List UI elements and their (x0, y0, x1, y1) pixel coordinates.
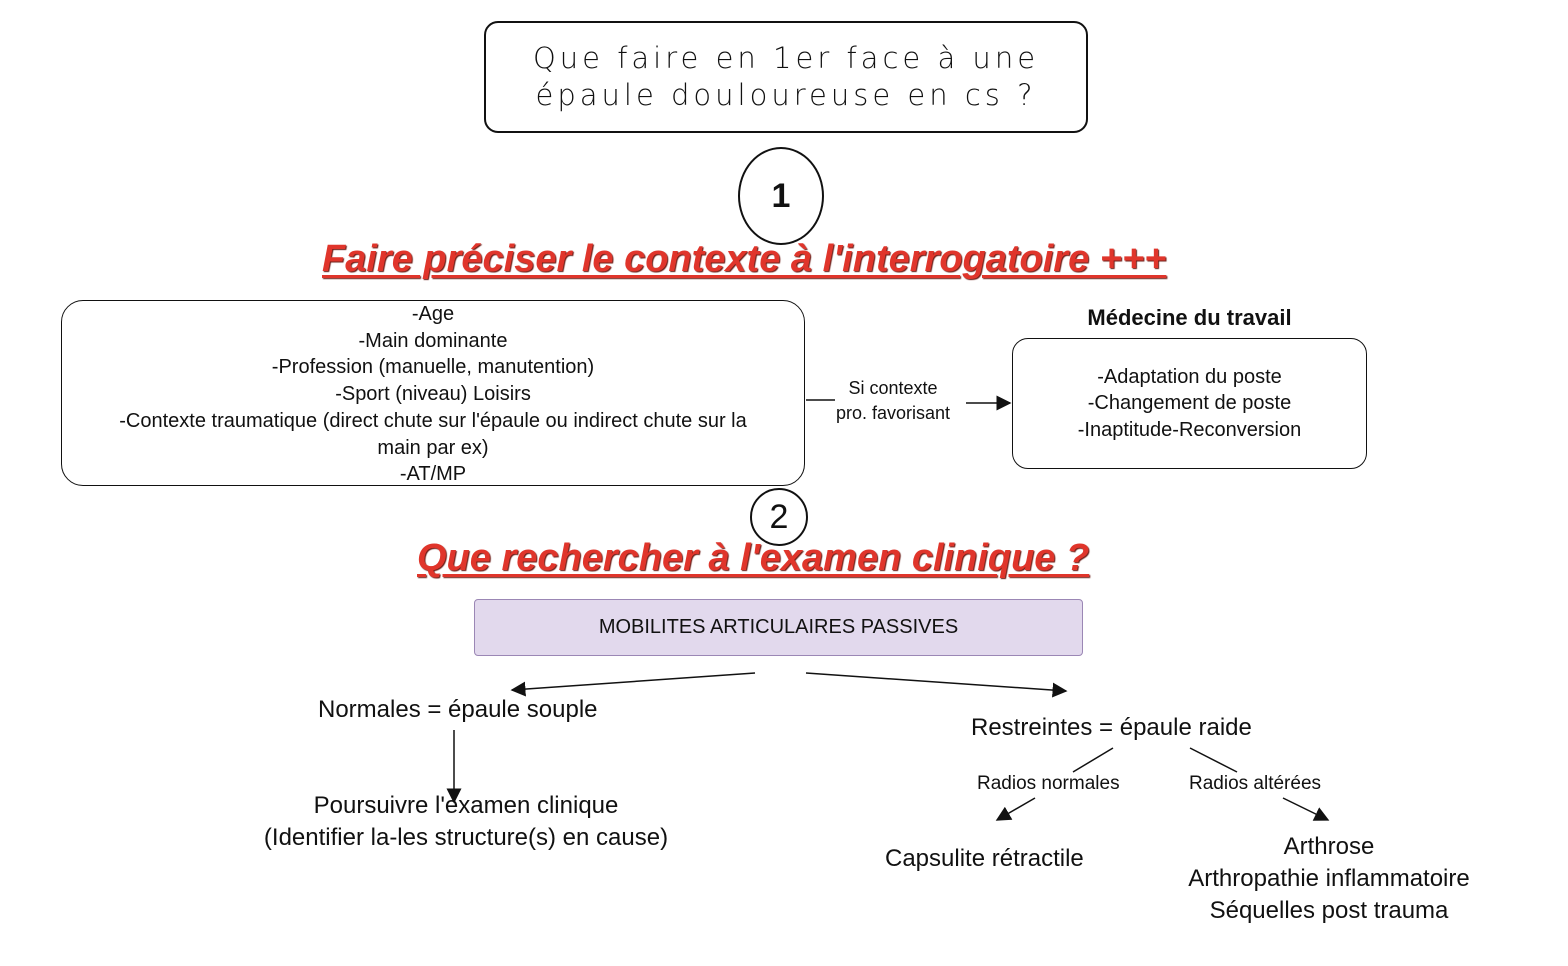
alterees-results: Arthrose Arthropathie inflammatoire Séqu… (1170, 831, 1488, 927)
radios-alterees: Radios altérées (1189, 773, 1322, 794)
medecine-item: -Changement de poste (1087, 392, 1292, 415)
mobilites-box: MOBILITES ARTICULAIRES PASSIVES (474, 599, 1083, 656)
step-2-heading: Que rechercher à l'examen clinique ? (417, 537, 1090, 579)
context-item: -Sport (niveau) Loisirs (335, 383, 531, 406)
context-item: -Profession (manuelle, manutention) (271, 356, 595, 379)
result-item: Arthropathie inflammatoire (1188, 865, 1470, 892)
result-item: Arthrose (1283, 833, 1375, 860)
normales-label: Normales = épaule souple (318, 696, 598, 723)
context-item: main par ex) (377, 436, 489, 459)
arrow-to-restreintes (805, 672, 1068, 698)
poursuivre-line: Poursuivre l'examen clinique (313, 792, 619, 819)
context-item: -Main dominante (358, 329, 508, 352)
medecine-item: -Inaptitude-Reconversion (1077, 418, 1302, 441)
line-radios-alterees (1189, 747, 1238, 773)
poursuivre-text: Poursuivre l'examen clinique (Identifier… (246, 790, 686, 854)
arrow-to-arthrose (1282, 797, 1330, 821)
medecine-title: Médecine du travail (1087, 305, 1292, 330)
medecine-box: -Adaptation du poste -Changement de post… (1012, 338, 1367, 469)
line-radios-normales (1072, 747, 1114, 773)
arrow-label-line: Si contexte (848, 378, 938, 398)
restreintes-label: Restreintes = épaule raide (971, 714, 1252, 741)
arrow-to-normales (510, 672, 756, 697)
step-1-badge: 1 (738, 147, 824, 245)
context-item: -Age (411, 303, 455, 325)
arrow-to-capsulite (995, 797, 1036, 821)
arrow-label-line: pro. favorisant (836, 403, 951, 423)
medecine-item: -Adaptation du poste (1097, 365, 1282, 388)
arrow-label: Si contexte pro. favorisant (836, 376, 950, 426)
context-item: -Contexte traumatique (direct chute sur … (119, 409, 747, 432)
poursuivre-line: (Identifier la-les structure(s) en cause… (263, 824, 669, 851)
context-box: -Age -Main dominante -Profession (manuel… (61, 300, 805, 486)
radios-normales: Radios normales (977, 773, 1120, 794)
step-1-heading: Faire préciser le contexte à l'interroga… (322, 238, 1167, 280)
result-item: Séquelles post trauma (1209, 897, 1449, 924)
capsulite-label: Capsulite rétractile (885, 845, 1084, 872)
title-line-1: Que faire en 1er face à une (532, 41, 1040, 75)
context-item: -AT/MP (399, 463, 467, 486)
step-2-badge: 2 (750, 488, 808, 546)
title-line-2: épaule douloureuse en cs ? (535, 78, 1037, 112)
